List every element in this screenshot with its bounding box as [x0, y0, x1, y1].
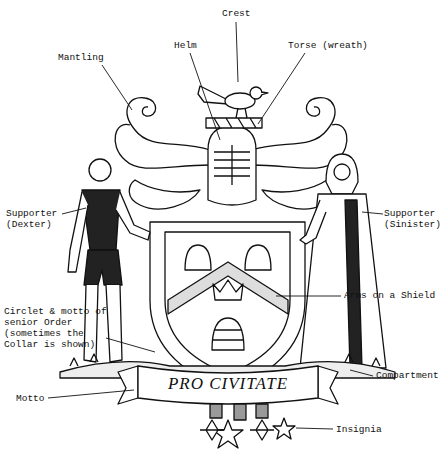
part-label: Arms on a Shield	[344, 290, 435, 301]
leader-line	[276, 296, 341, 297]
sinister-face	[334, 164, 350, 180]
shield	[165, 232, 290, 374]
dexter-body	[82, 190, 120, 250]
bell-charge	[185, 245, 211, 270]
part-label: Supporter (Sinister)	[384, 208, 442, 230]
part-label: Supporter (Dexter)	[6, 208, 64, 230]
motto-text: PRO CIVITATE	[148, 374, 308, 394]
insignia-ribbon	[210, 404, 268, 420]
insignia-cross	[200, 420, 224, 440]
leader-line	[236, 22, 238, 82]
part-label: Circlet & motto of senior Order (sometim…	[4, 306, 122, 350]
insignia-star	[273, 418, 295, 439]
insignia-cross	[250, 420, 274, 440]
crown-charge	[213, 280, 243, 300]
dexter-legs	[84, 285, 122, 362]
motto-scroll	[118, 366, 338, 404]
part-label: Motto	[16, 393, 45, 404]
helm	[208, 126, 256, 205]
leader-line	[190, 53, 220, 140]
part-label: Torse (wreath)	[288, 40, 368, 51]
leader-line	[48, 390, 134, 398]
motto-scroll	[138, 366, 318, 404]
leader-line	[362, 212, 383, 214]
crest-bird-legs	[236, 108, 247, 118]
illustration	[60, 86, 395, 448]
crest-bird-head	[250, 87, 262, 99]
part-label: Mantling	[58, 52, 104, 63]
leader-line	[258, 53, 305, 124]
bell-charge	[245, 245, 271, 270]
circlet	[150, 222, 305, 390]
insignia-star	[213, 420, 243, 448]
part-label: Compartment	[376, 370, 439, 381]
dexter-head	[89, 159, 111, 181]
leader-line	[350, 370, 373, 376]
dexter-shorts	[84, 250, 122, 285]
sinister-stole	[345, 200, 362, 368]
leader-line	[62, 208, 86, 214]
part-label: Helm	[174, 40, 197, 51]
crest-bird-beak	[261, 92, 268, 95]
dexter-arms	[68, 192, 150, 272]
part-label: Crest	[222, 8, 251, 19]
beehive-charge	[212, 318, 244, 350]
compartment-grass	[70, 354, 380, 366]
leader-lines	[48, 22, 383, 429]
part-label: Insignia	[336, 424, 382, 435]
leader-line	[106, 338, 155, 352]
mantling	[115, 98, 210, 209]
sinister-wig	[326, 154, 358, 194]
helm-grille	[214, 145, 250, 185]
sinister-robe	[300, 194, 386, 368]
leader-line	[296, 428, 333, 429]
sinister-arm	[300, 200, 326, 244]
leader-line	[102, 65, 132, 110]
